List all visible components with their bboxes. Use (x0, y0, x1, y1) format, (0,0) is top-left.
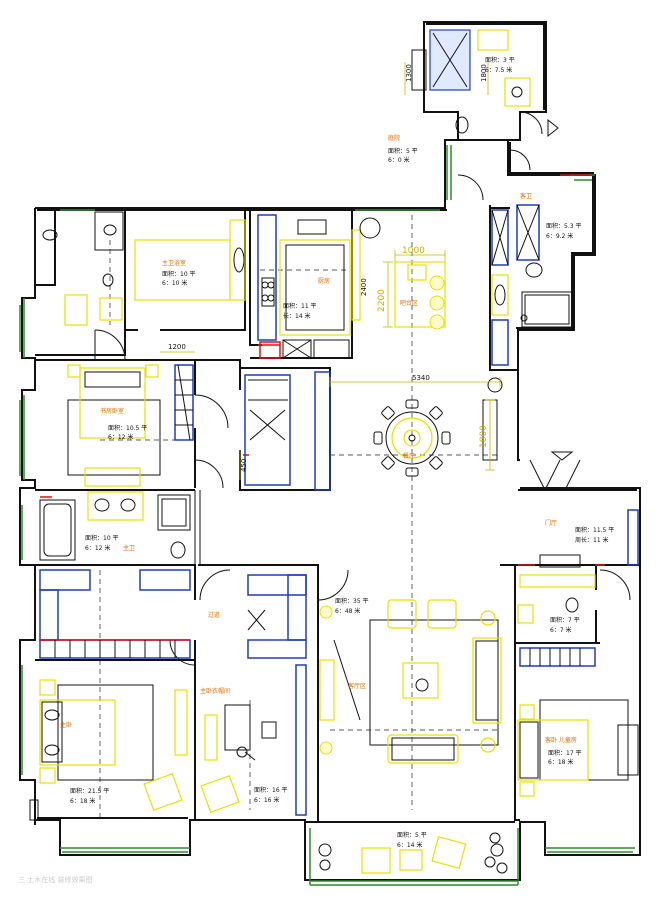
study-area: 面积：10.5 平 (108, 424, 147, 432)
interior-walls (34, 205, 640, 825)
watermark: 三 土木在线 装修效果图 (18, 875, 92, 884)
entry-sub: 周长：11 米 (575, 536, 609, 544)
entry-and-guest-bed (517, 509, 639, 797)
elevator-sub: 6：7.5 米 (485, 66, 512, 74)
master-bath-sub: 6：10 米 (162, 279, 187, 287)
study-sub: 6：12 米 (108, 433, 133, 441)
elevator-area: 面积：3 平 (485, 56, 515, 64)
study (67, 364, 194, 487)
master-bath-name: 主卫浴室 (162, 259, 186, 267)
dim-bar-width: 1000 (402, 246, 425, 256)
dim-elev-left: 1300 (405, 64, 413, 82)
doors (40, 111, 631, 666)
bar-area (359, 217, 446, 330)
living-room (319, 599, 502, 764)
guest-bed-sub: 6：18 米 (548, 758, 573, 766)
guest-bath-name: 客卫 (520, 192, 532, 200)
dim-study-top: 1200 (168, 343, 186, 351)
living-area: 面积：35 平 (335, 597, 369, 605)
windows (19, 145, 635, 886)
dim-kitchen: 2400 (360, 278, 368, 296)
kitchen (257, 214, 361, 359)
balcony-area: 面积：5 平 (397, 831, 427, 839)
corridor-cabinets (39, 371, 331, 816)
courtyard-area: 面积：5 平 (388, 147, 418, 155)
dim-dining-height: 1800 (479, 425, 489, 448)
master-bed-sub: 6：18 米 (70, 797, 95, 805)
dimension-text: 1000 2200 2400 1200 5340 1800 1300 1800 … (168, 64, 489, 472)
courtyard-sub: 6：0 米 (388, 156, 410, 164)
living-sub: 6：48 米 (335, 607, 360, 615)
bath2-name: 主卫 (123, 544, 135, 552)
cloak-name: 主卧衣帽间 (200, 687, 230, 695)
bar-name: 吧台区 (400, 299, 418, 307)
dining (373, 377, 581, 492)
master-bath (42, 211, 246, 326)
entry-area: 面积：11.5 平 (575, 526, 614, 534)
balcony (318, 832, 508, 874)
guest-bed-name: 客卧 儿童房 (545, 736, 577, 744)
dim-corr: 450 (240, 459, 248, 472)
balcony-sub: 6：14 米 (397, 841, 422, 849)
guest-bed-area: 面积：17 平 (548, 749, 582, 757)
dim-dining-width: 5340 (412, 374, 430, 382)
master-bath-area: 面积：10 平 (162, 270, 196, 278)
kitchen-sub: 长：14 米 (283, 312, 311, 320)
dining-name: 餐厅 (403, 452, 415, 460)
cloak-sub: 6：16 米 (254, 796, 279, 804)
master-bedroom (29, 679, 188, 821)
cloak-area: 面积：16 平 (254, 786, 288, 794)
bath-2 (39, 491, 191, 561)
bath2-area: 面积：10 平 (85, 534, 119, 542)
entry-name: 门厅 (545, 519, 557, 527)
dim-elev-mid: 1800 (480, 64, 488, 82)
corridor-name: 过道 (208, 611, 220, 619)
laundry-area: 面积：7 平 (550, 616, 580, 624)
labels: 庭院 面积：5 平 6：0 米 面积：3 平 6：7.5 米 主卫浴室 面积：1… (60, 56, 614, 849)
cloakroom (200, 704, 277, 814)
master-bed-area: 面积：21.5 平 (70, 787, 109, 795)
guest-bath-sub: 6：9.2 米 (546, 232, 573, 240)
kitchen-name: 厨房 (318, 277, 330, 285)
dim-bar-height: 2200 (377, 289, 387, 312)
guest-bath (491, 204, 573, 366)
kitchen-area: 面积：11 平 (283, 302, 317, 310)
dimension-lines (160, 62, 501, 480)
living-name: 客厅区 (348, 682, 366, 690)
master-bed-name: 主卧 (60, 721, 72, 729)
guest-bath-area: 面积：5.3 平 (546, 222, 581, 230)
laundry-sub: 6：7 米 (550, 626, 572, 634)
bath2-sub: 6：12 米 (85, 544, 110, 552)
study-name: 书房卧室 (100, 407, 124, 415)
courtyard-name: 庭院 (388, 134, 400, 142)
elevator-annex (411, 29, 559, 138)
